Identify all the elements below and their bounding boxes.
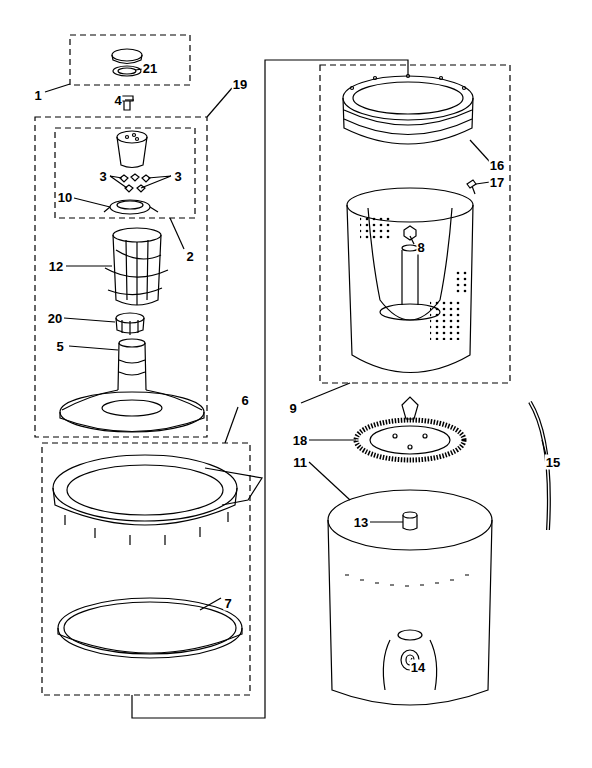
callout-number: 17 bbox=[489, 175, 505, 190]
callout-number: 12 bbox=[48, 259, 64, 274]
callout-number: 5 bbox=[55, 339, 64, 354]
callout-number: 4 bbox=[113, 93, 122, 108]
callout-number: 3 bbox=[98, 169, 107, 184]
callout-number: 18 bbox=[292, 433, 308, 448]
callout-number: 9 bbox=[288, 401, 297, 416]
callout-number: 15 bbox=[545, 455, 561, 470]
callout-number: 19 bbox=[232, 77, 248, 92]
assembly-line bbox=[132, 60, 408, 718]
callout-number: 20 bbox=[47, 311, 63, 326]
callout-number: 7 bbox=[223, 596, 232, 611]
group-box bbox=[35, 35, 510, 695]
callout-number: 8 bbox=[416, 240, 425, 255]
callout-number: 6 bbox=[240, 393, 249, 408]
callout-number: 16 bbox=[489, 158, 505, 173]
callout-number: 10 bbox=[57, 190, 73, 205]
leader-line bbox=[45, 69, 546, 662]
callout-number: 11 bbox=[292, 455, 308, 470]
callout-number: 2 bbox=[185, 249, 194, 264]
callout-number: 21 bbox=[142, 61, 158, 76]
callout-number: 3 bbox=[173, 169, 182, 184]
callout-number: 13 bbox=[353, 515, 369, 530]
callout-number: 1 bbox=[33, 88, 42, 103]
callout-number: 14 bbox=[410, 660, 426, 675]
